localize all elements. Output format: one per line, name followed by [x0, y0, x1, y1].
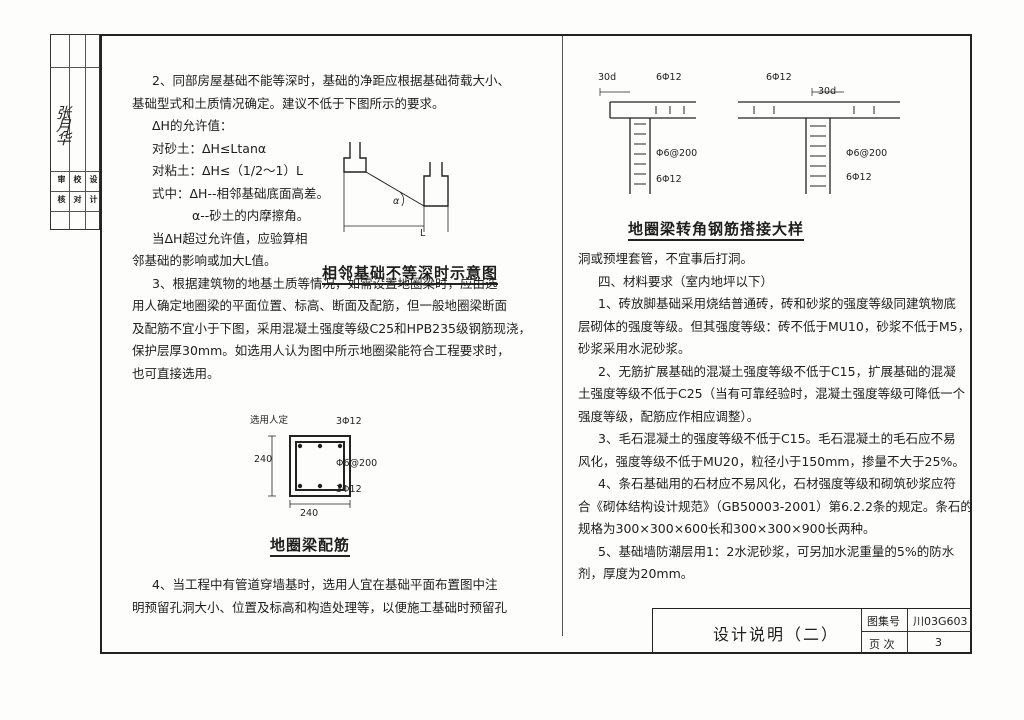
- left-stirrup-label: Φ6@200: [656, 148, 698, 159]
- l-label: L: [420, 228, 426, 239]
- text-line: 当ΔH超过允许值，应验算相: [152, 230, 308, 246]
- strip-cell: 校: [73, 175, 82, 183]
- left-bottom-text: 4、当工程中有管道穿墙基时，选用人宜在基础平面布置图中注 明预留孔洞大小、位置及…: [132, 574, 507, 619]
- text-line: 规格为300×300×600长和300×300×900长两种。: [578, 521, 876, 536]
- right-bottom-bar-label: 6Φ12: [846, 172, 872, 183]
- text-line: 及配筋不宜小于下图，采用混凝土强度等级C25和HPB235级钢筋现浇，: [132, 320, 532, 336]
- text-line: 1、砖放脚基础采用烧结普通砖，砖和砂浆的强度等级同建筑物底: [598, 296, 956, 311]
- signature: 张月华: [54, 105, 72, 144]
- atlas-number: 川03G603: [913, 615, 968, 628]
- strip-row: [51, 67, 99, 172]
- text-line: 强度等级，配筋应作相应调整）。: [578, 408, 760, 424]
- alpha-label: α: [393, 196, 400, 207]
- text-line: 基础型式和土质情况确定。建议不低于下图所示的要求。: [132, 95, 445, 111]
- beam-section-diagram: [268, 435, 351, 508]
- text-line: 剂，厚度为20mm。: [578, 566, 694, 581]
- drawing-frame: [100, 34, 972, 654]
- foundation-caption: 相邻基础不等深时示意图: [322, 264, 499, 285]
- text-line: 对砂土：ΔH≤Ltanα: [152, 140, 267, 156]
- text-line: 2、无筋扩展基础的混凝土强度等级不低于C15，扩展基础的混凝: [598, 363, 956, 379]
- strip-row: [51, 171, 99, 192]
- left-text-block: 2、同部房屋基础不能等深时，基础的净距应根据基础荷载大小、 基础型式和土质情况确…: [132, 70, 531, 385]
- beam-top-bar-label: 3Φ12: [336, 416, 362, 427]
- text-line: 用人确定地圈梁的平面位置、标高、断面及配筋，但一般地圈梁断面: [132, 298, 508, 313]
- text-line: 邻基础的影响或加大L值。: [132, 253, 277, 268]
- strip-row: [51, 35, 99, 68]
- text-line: 砂浆采用水泥砂浆。: [578, 341, 691, 356]
- text-line: 洞或预埋套管，不宜事后打洞。: [578, 251, 754, 266]
- sheet-title: 设计说明（二）: [713, 625, 840, 644]
- strip-cell: 核: [57, 195, 66, 203]
- strip-cell: 设: [89, 175, 98, 183]
- text-line: 5、基础墙防潮层用1：2水泥砂浆，可另加水泥重量的5%的防水: [598, 543, 955, 559]
- text-line: 四、材料要求（室内地坪以下）: [598, 273, 774, 289]
- text-line: 合《砌体结构设计规范》（GB50003-2001）第6.2.2条的规定。条石的: [578, 498, 973, 514]
- left-bottom-bar-label: 6Φ12: [656, 174, 682, 185]
- strip-cell: 对: [73, 195, 82, 203]
- text-line: 对粘土：ΔH≤（1/2～1）L: [152, 163, 303, 178]
- right-stirrup-label: Φ6@200: [846, 148, 888, 159]
- column-divider: [562, 36, 563, 636]
- text-line: 土强度等级不低于C25（当有可靠经验时，混凝土强度等级可降低一个: [578, 386, 966, 401]
- text-line: 保护层厚30mm。如选用人认为图中所示地圈梁能符合工程要求时，: [132, 343, 510, 358]
- page-number: 3: [935, 636, 942, 649]
- text-line: 式中：ΔH--相邻基础底面高差。: [152, 185, 329, 201]
- right-text-block: 洞或预埋套管，不宜事后打洞。 四、材料要求（室内地坪以下） 1、砖放脚基础采用烧…: [578, 248, 973, 586]
- signature-strip: 审 核 校 对 设 计 张月华: [50, 34, 100, 230]
- beam-height-label: 240: [254, 454, 273, 465]
- corner-detail-left: [599, 88, 696, 194]
- beam-caption: 地圈梁配筋: [270, 536, 351, 557]
- title-block: 设计说明（二） 图集号 川03G603 页 次 3: [652, 608, 972, 654]
- corner-caption: 地圈梁转角钢筋搭接大样: [628, 220, 805, 241]
- beam-note-label: 选用人定: [250, 415, 289, 426]
- strip-row: [51, 191, 99, 212]
- foundation-depth-diagram: [343, 142, 449, 232]
- left-lap-label: 30d: [598, 72, 617, 83]
- corner-detail-right: [738, 88, 900, 194]
- right-top-bar-label: 6Φ12: [766, 72, 792, 83]
- beam-stirrup-label: Φ6@200: [336, 458, 378, 469]
- atlas-label: 图集号: [867, 615, 900, 628]
- text-line: 明预留孔洞大小、位置及标高和构造处理等，以便施工基础时预留孔: [132, 599, 508, 615]
- text-line: 也可直接选用。: [132, 365, 220, 381]
- text-line: 2、同部房屋基础不能等深时，基础的净距应根据基础荷载大小、: [152, 73, 510, 88]
- text-line: 3、毛石混凝土的强度等级不低于C15。毛石混凝土的毛石应不易: [598, 431, 956, 446]
- strip-cell: 审: [57, 175, 66, 183]
- page-label: 页 次: [869, 638, 895, 651]
- beam-bottom-bar-label: 3Φ12: [336, 484, 362, 495]
- beam-width-label: 240: [300, 508, 319, 519]
- strip-cell: 计: [89, 195, 98, 203]
- text-line: ΔH的允许值：: [152, 118, 233, 133]
- right-lap-label: 30d: [818, 86, 837, 97]
- text-line: 4、条石基础用的石材应不易风化，石材强度等级和砌筑砂浆应符: [598, 476, 956, 491]
- text-line: 层砌体的强度等级。但其强度等级：砖不低于MU10，砂浆不低于M5，: [578, 318, 971, 334]
- left-top-bar-label: 6Φ12: [656, 72, 682, 83]
- text-line: 风化，强度等级不低于MU20，粒径小于150mm，掺量不大于25%。: [578, 453, 965, 469]
- text-line: 4、当工程中有管道穿墙基时，选用人宜在基础平面布置图中注: [152, 577, 498, 592]
- text-line: α--砂土的内摩擦角。: [192, 208, 310, 223]
